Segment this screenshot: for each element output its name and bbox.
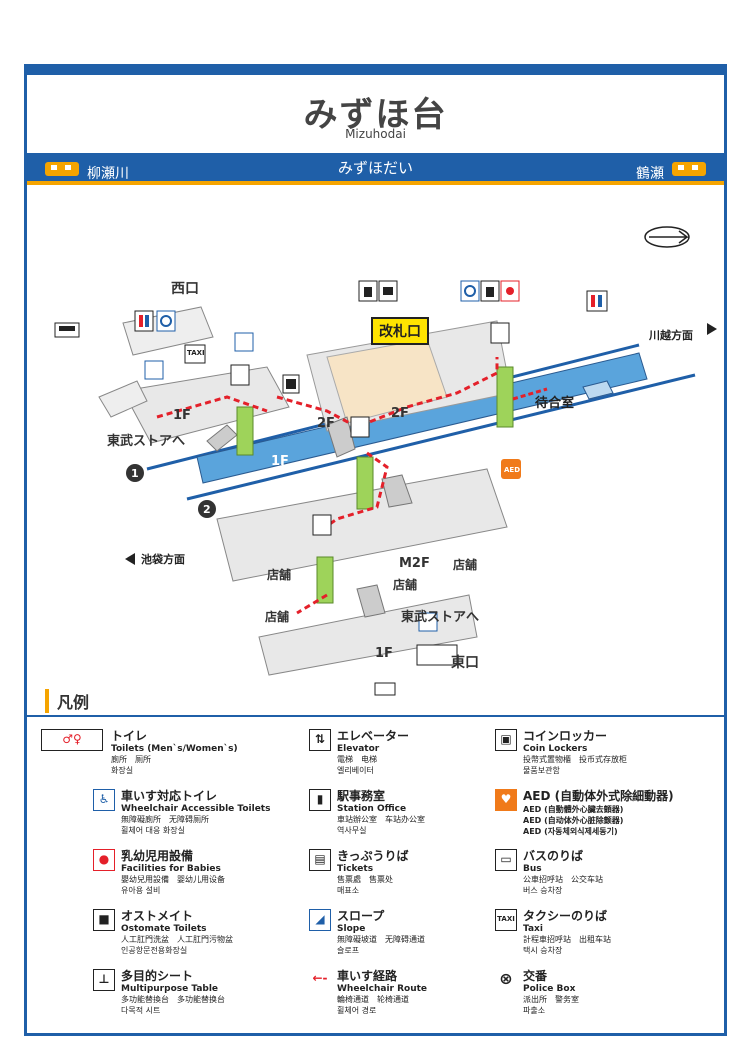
ikebukuro-arrow-icon — [125, 553, 135, 565]
platform-1-marker — [126, 464, 144, 482]
ticket-gate-label: 改札口 — [371, 317, 429, 345]
shop-label-4: 店舗 — [265, 609, 289, 624]
platform-1-number: 1 — [131, 467, 139, 480]
taxi-icon: TAXI — [495, 909, 517, 931]
multipurpose-table-icon: ⊥ — [93, 969, 115, 991]
bus-icon — [54, 322, 80, 338]
legend-title: 凡例 — [45, 689, 89, 713]
floor-2f-left: 2F — [317, 416, 335, 431]
east-exit-label: 東口 — [451, 654, 479, 671]
aed-icon-label: AED — [504, 466, 520, 474]
floor-m2f: M2F — [399, 556, 430, 571]
waiting-room — [582, 380, 614, 400]
shop-label-3: 店舗 — [453, 557, 477, 572]
station-map-frame: みずほ台 Mizuhodai 柳瀬川 みずほだい 鶴瀬 — [24, 64, 727, 1036]
ikebukuro-direction-label: 池袋方面 — [141, 552, 185, 566]
slope-icon — [144, 332, 438, 632]
wheelchair-icon: ♿ — [93, 789, 115, 811]
floor-1f-west: 1F — [173, 408, 191, 423]
toilet-icon-east — [586, 290, 608, 312]
track-lower — [186, 373, 696, 501]
taxi-icon — [184, 344, 396, 696]
aed-icon — [501, 459, 521, 479]
slope-icon: ◢ — [309, 909, 331, 931]
waiting-room-label: 待合室 — [534, 395, 574, 411]
line-band: 柳瀬川 みずほだい 鶴瀬 — [27, 153, 724, 185]
wheelchair-toilet-icon — [156, 310, 176, 332]
prev-station: 柳瀬川 — [87, 166, 129, 182]
elevator-icon: ⇅ — [309, 729, 331, 751]
train-icon — [45, 162, 79, 176]
train-icon — [672, 162, 706, 176]
orange-strip — [27, 181, 724, 185]
tobu-store-west-label: 東武ストアへ — [107, 433, 185, 449]
toilet-icon: ♂♀ — [41, 729, 103, 751]
station-subtitle: Mizuhodai — [345, 127, 406, 141]
toilet-icon — [134, 310, 154, 332]
kawagoe-direction-label: 川越方面 — [648, 328, 693, 342]
shop-label-2: 店舗 — [393, 577, 417, 592]
coin-locker-icon — [282, 374, 300, 394]
baby-icon: ● — [93, 849, 115, 871]
wheelchair-route-waiting — [512, 387, 548, 401]
wheelchair-toilet-icon-east — [416, 644, 458, 666]
station-office-icon — [358, 280, 378, 302]
station-office-icon: ▮ — [309, 789, 331, 811]
legend-divider — [27, 715, 724, 717]
elevator-shafts — [236, 366, 514, 604]
station-title: みずほ台 — [303, 95, 448, 135]
west-exit-block — [122, 366, 290, 444]
baby-facility-icon — [500, 280, 520, 302]
compass-icon — [644, 226, 690, 248]
elevator-icon — [230, 322, 510, 536]
floor-2f-right: 2F — [391, 406, 409, 421]
floor-1f-east: 1F — [375, 646, 393, 661]
west-exit-label: 西口 — [171, 281, 199, 297]
platform-2-number: 2 — [203, 503, 211, 516]
station-map: 西口 東口 待合室 1F 2F 2F 1F M2F 1F 店舗 店舗 店舗 店舗… — [54, 226, 717, 696]
west-building — [98, 380, 148, 418]
ostomate-icon — [480, 280, 500, 302]
stairs — [206, 416, 413, 618]
tickets-icon: ▤ — [309, 849, 331, 871]
police-box-icon: ⊗ — [495, 969, 517, 991]
kawagoe-arrow-icon — [707, 323, 717, 335]
shop-label-1: 店舗 — [267, 567, 291, 582]
floor-1f-platform: 1F — [271, 454, 289, 469]
coin-locker-icon: ▣ — [495, 729, 517, 751]
next-station: 鶴瀬 — [636, 166, 664, 182]
wheelchair-route — [156, 357, 499, 615]
top-bar — [27, 67, 724, 75]
tobu-store-east-label: 東武ストアへ — [401, 609, 479, 625]
taxi-icon-label: TAXI — [187, 349, 205, 357]
wheelchair-toilet-icon-2f — [460, 280, 480, 302]
aed-icon: ♥ — [495, 789, 517, 811]
bus-icon: ▭ — [495, 849, 517, 871]
tickets-icon — [378, 280, 398, 302]
route-arrow-icon: ←- — [309, 969, 331, 991]
ostomate-icon: ■ — [93, 909, 115, 931]
platform-2-marker — [198, 500, 216, 518]
station-kana: みずほだい — [337, 159, 413, 177]
